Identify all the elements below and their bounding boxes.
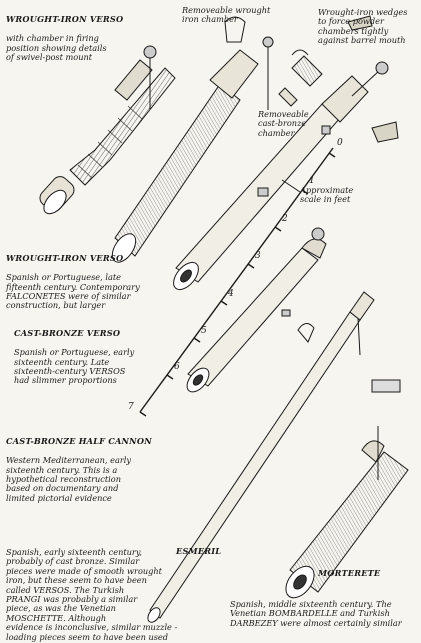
iron-wedges — [347, 15, 399, 143]
label-cast-bronze-verso: CAST-BRONZE VERSO Spanish or Portuguese,… — [14, 320, 134, 386]
label-approximate-scale: Approximate scale in feet — [300, 185, 354, 205]
label-morterete-desc: Spanish, middle sixteenth century. The V… — [230, 599, 402, 628]
label-text: with chamber in firing position showing … — [6, 33, 107, 63]
label-title: WROUGHT-IRON VERSO — [6, 14, 124, 25]
label-text: Western Mediterranean, early sixteenth c… — [6, 455, 132, 503]
cast-bronze-verso — [173, 61, 389, 291]
scale-mark-3: 3 — [255, 251, 261, 261]
wrought-iron-verso-banded — [111, 16, 274, 263]
scale-mark-1: 1 — [309, 176, 315, 186]
wrought-iron-verso-with-mount — [39, 45, 176, 215]
label-iron-wedges: Wrought-iron wedges to force powder cham… — [318, 7, 408, 46]
label-title: WROUGHT-IRON VERSO — [6, 253, 124, 264]
label-title: ESMERIL — [176, 546, 222, 557]
scale-mark-7: 7 — [128, 402, 134, 412]
morterete-gun — [285, 379, 409, 599]
scale-mark-0: 0 — [337, 138, 343, 148]
scale-bar — [139, 147, 336, 417]
label-esmeril-title: ESMERIL — [176, 538, 221, 566]
label-wrought-iron-verso: WROUGHT-IRON VERSO Spanish or Portuguese… — [6, 245, 140, 311]
label-text: Spanish or Portuguese, early sixteenth c… — [14, 347, 135, 386]
label-removable-iron-chamber: Removeable wrought iron chamber — [182, 5, 271, 25]
label-wrought-iron-with-mount: WROUGHT-IRON VERSO with chamber in firin… — [6, 6, 123, 62]
label-title: CAST-BRONZE HALF CANNON — [6, 436, 152, 447]
esmeril-gun — [147, 291, 375, 623]
label-removable-bronze-chamber: Removeable cast-bronze chamber — [258, 109, 309, 138]
label-title: CAST-BRONZE VERSO — [14, 328, 121, 339]
cast-bronze-half-cannon — [186, 227, 327, 393]
removable-iron-chamber — [278, 49, 323, 107]
label-cast-bronze-half-cannon: CAST-BRONZE HALF CANNON Western Mediterr… — [6, 428, 152, 503]
label-morterete-title: MORTERETE — [318, 560, 380, 588]
label-text: Spanish or Portuguese, late fifteenth ce… — [6, 272, 140, 311]
label-esmeril-desc: Spanish, early sixteenth century, probab… — [6, 547, 178, 642]
scale-mark-4: 4 — [228, 289, 234, 299]
label-title: MORTERETE — [318, 568, 381, 579]
scale-mark-2: 2 — [282, 214, 288, 224]
scale-mark-6: 6 — [174, 362, 180, 372]
scale-mark-5: 5 — [201, 326, 207, 336]
